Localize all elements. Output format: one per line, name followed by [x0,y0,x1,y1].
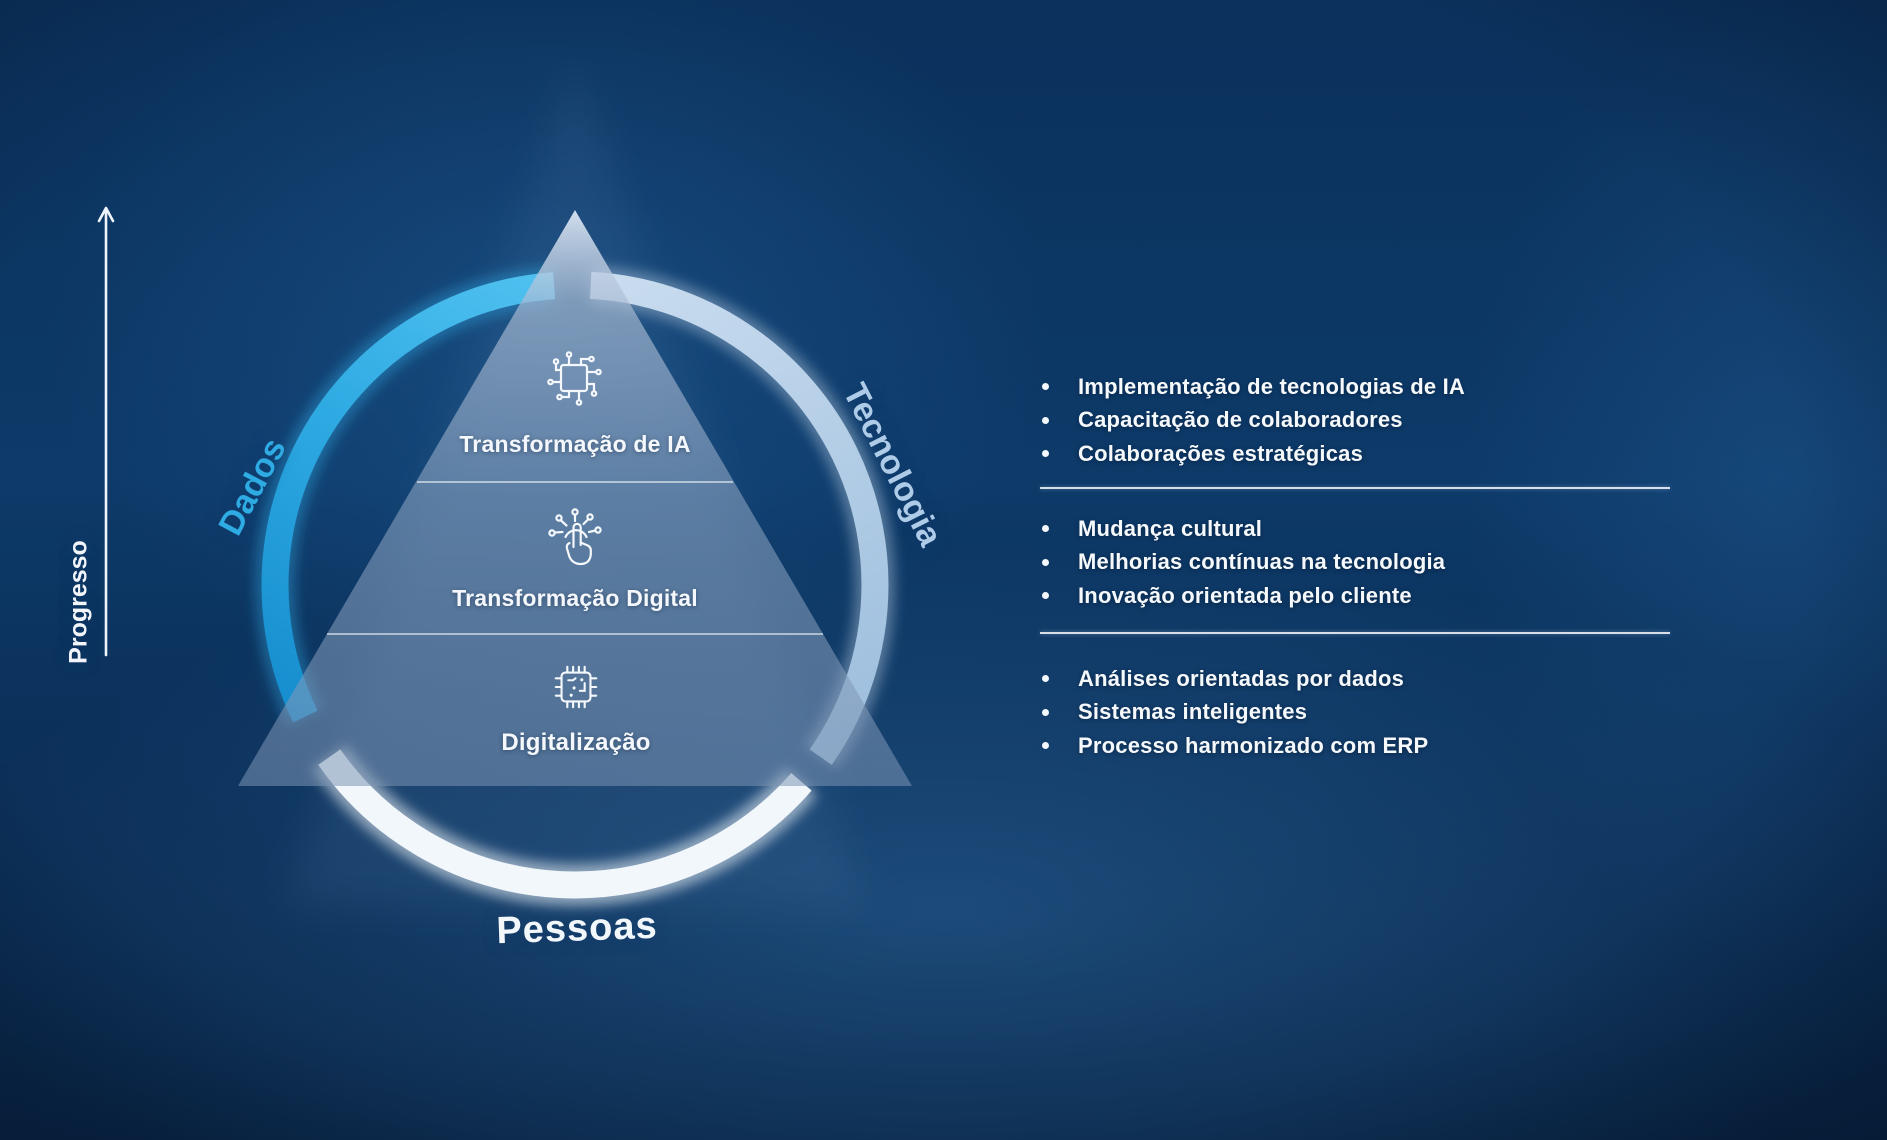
list-item: Implementação de tecnologias de IA [1030,370,1690,404]
ai-circuit-icon [543,348,607,417]
bullet-icon [1042,742,1049,750]
pyramid-shape [238,210,912,786]
panel-dados-items: Análises orientadas por dados Sistemas i… [1030,662,1690,763]
bullet-icon [1042,558,1049,566]
list-item: Sistemas inteligentes [1030,696,1690,730]
pyramid-level-1-label: Transformação de IA [459,431,691,457]
pyramid-level-3-label: Digitalização [501,729,651,756]
ring-segment-pessoas [318,749,812,899]
bullet-icon [1042,525,1049,533]
list-item: Processo harmonizado com ERP [1030,729,1690,763]
tap-gesture-icon [544,506,608,575]
bullet-icon [1042,416,1049,424]
progress-arrow [97,206,115,657]
bullet-icon [1042,708,1049,716]
bullet-icon [1042,675,1049,683]
panel-tecnologia-items: Implementação de tecnologias de IA Capac… [1030,370,1690,471]
bullet-icon [1042,383,1049,391]
list-item: Melhorias contínuas na tecnologia [1030,546,1690,580]
list-item: Capacitação de colaboradores [1030,404,1690,438]
ring-segment-dados [261,272,556,723]
list-item: Colaborações estratégicas [1030,437,1690,471]
pyramid-level-2-label: Transformação Digital [452,585,698,611]
panel-divider-1 [1040,487,1670,489]
panel-pessoas-items: Mudança cultural Melhorias contínuas na … [1030,512,1690,613]
ring-label-pessoas: Pessoas [495,904,659,953]
ring-segments [261,271,889,899]
list-item: Mudança cultural [1030,512,1690,546]
panel-divider-2 [1040,632,1670,634]
bullet-icon [1042,450,1049,458]
ring-segment-tecnologia [589,271,889,765]
bullet-icon [1042,592,1049,600]
cpu-chip-icon [549,660,603,719]
list-item: Inovação orientada pelo cliente [1030,579,1690,613]
list-item: Análises orientadas por dados [1030,662,1690,696]
progress-axis-label: Progresso [64,540,93,664]
